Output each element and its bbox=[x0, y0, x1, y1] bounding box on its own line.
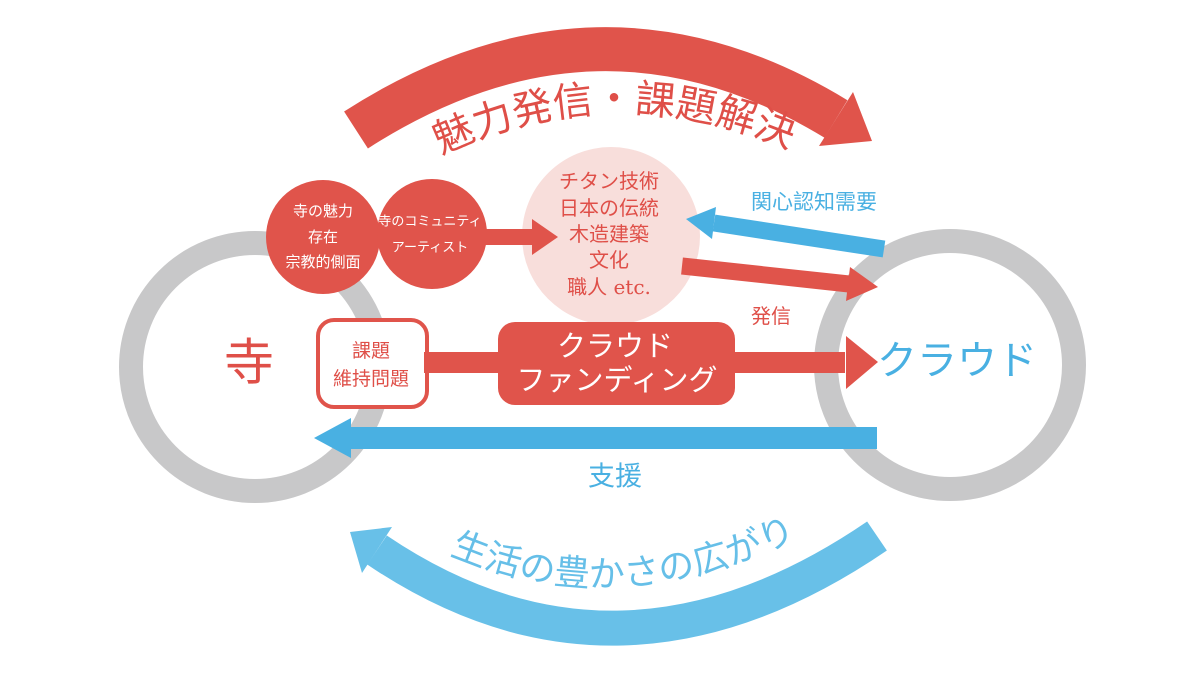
support-arrow-head bbox=[314, 418, 351, 458]
life-enrichment-arrow-head bbox=[350, 527, 392, 573]
assets-line-5: 職人 etc. bbox=[567, 275, 651, 299]
charm-line-2: 存在 bbox=[308, 228, 338, 246]
transmit-arrow-head bbox=[846, 267, 878, 301]
life-enrichment-arrow-label: 生活の豊かさの広がり bbox=[446, 509, 801, 595]
assets-line-2: 日本の伝統 bbox=[559, 196, 659, 220]
crowdfunding-line-2: ファンディング bbox=[517, 363, 718, 397]
temple-label: 寺 bbox=[224, 334, 274, 392]
community-circle bbox=[377, 179, 487, 289]
issues-connector bbox=[424, 352, 500, 373]
charm-to-assets-arrow-head bbox=[532, 219, 558, 255]
interest-arrow-shaft bbox=[712, 214, 886, 258]
attraction-arrow-band bbox=[344, 27, 848, 149]
interest-arrow-label: 関心認知需要 bbox=[751, 190, 877, 214]
transmit-arrow-shaft bbox=[681, 257, 850, 293]
attraction-arrow-head bbox=[819, 92, 872, 146]
crowdfunding-line-1: クラウド bbox=[557, 329, 673, 363]
charm-circle bbox=[266, 180, 380, 294]
crowdfunding-to-crowd-arrow-head bbox=[846, 336, 878, 389]
issues-line-1: 課題 bbox=[352, 340, 390, 362]
assets-circle bbox=[522, 147, 700, 325]
charm-line-3: 宗教的側面 bbox=[285, 253, 360, 271]
support-arrow-label: 支援 bbox=[588, 462, 642, 493]
charm-line-1: 寺の魅力 bbox=[293, 202, 353, 220]
life-enrichment-arrow-label-text: 生活の豊かさの広がり bbox=[446, 509, 801, 595]
community-line-2: アーティスト bbox=[392, 241, 468, 256]
interest-arrow-head bbox=[686, 207, 716, 239]
life-enrichment-arrow-band bbox=[367, 521, 887, 646]
assets-line-1: チタン技術 bbox=[559, 169, 659, 193]
issues-box bbox=[316, 318, 429, 409]
crowdfunding-to-crowd-arrow-shaft bbox=[733, 352, 845, 373]
crowdfunding-box bbox=[498, 322, 735, 405]
assets-line-3: 木造建築 bbox=[569, 222, 649, 246]
community-line-1: 寺のコミュニティ bbox=[378, 215, 481, 230]
support-arrow-shaft bbox=[348, 427, 877, 449]
transmit-arrow-label: 発信 bbox=[751, 304, 791, 328]
issues-line-2: 維持問題 bbox=[333, 368, 409, 390]
crowd-label: クラウド bbox=[877, 338, 1037, 384]
assets-line-4: 文化 bbox=[589, 248, 629, 272]
